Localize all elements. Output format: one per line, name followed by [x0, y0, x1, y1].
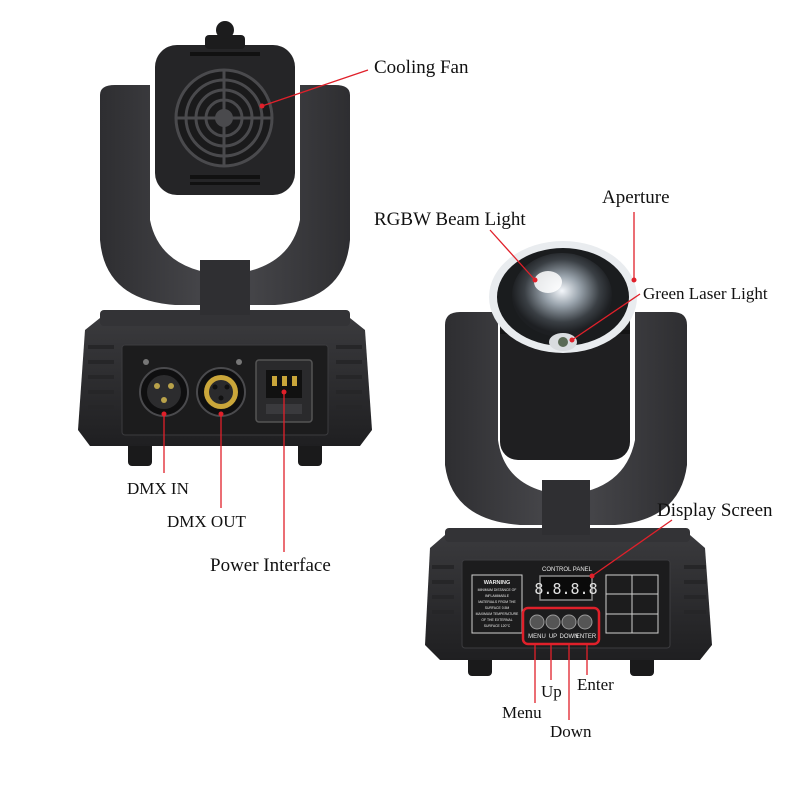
cert-marks — [605, 574, 659, 634]
label-rgbw-beam-light: RGBW Beam Light — [374, 209, 526, 230]
svg-text:MINIMUM DISTANCE OF: MINIMUM DISTANCE OF — [478, 588, 517, 592]
svg-text:MAXIMUM TEMPERATURE: MAXIMUM TEMPERATURE — [476, 612, 519, 616]
down-button-label: DOWN — [560, 634, 579, 640]
left-yoke — [100, 85, 350, 305]
down-button[interactable] — [561, 614, 577, 630]
left-fixture — [78, 21, 372, 466]
label-menu: Menu — [502, 703, 542, 722]
leader-rgbw — [489, 229, 536, 281]
label-green-laser-light: Green Laser Light — [643, 284, 768, 303]
leader-cooling-fan — [261, 69, 369, 107]
right-yoke — [445, 312, 687, 525]
label-display-screen: Display Screen — [657, 500, 773, 521]
label-enter: Enter — [577, 675, 614, 694]
cooling-fan — [174, 68, 274, 168]
green-laser-light — [549, 333, 577, 351]
leader-lines — [163, 69, 673, 720]
up-button[interactable] — [545, 614, 561, 630]
rgbw-beam-lens — [512, 253, 612, 337]
display-screen: 8.8.8.8 — [534, 575, 598, 601]
label-power-interface: Power Interface — [210, 555, 331, 576]
svg-text:MATERIALS FROM THE: MATERIALS FROM THE — [478, 600, 516, 604]
svg-text:INFLAMMABLE: INFLAMMABLE — [485, 594, 510, 598]
svg-text:SURFACE 0.5M: SURFACE 0.5M — [485, 606, 510, 610]
label-aperture: Aperture — [602, 187, 670, 208]
label-down: Down — [550, 722, 592, 741]
leader-display — [591, 519, 673, 577]
button-row: MENU UP DOWN ENTER — [521, 606, 601, 646]
svg-text:8.8.8.8: 8.8.8.8 — [534, 580, 597, 598]
left-foot-right — [298, 440, 322, 466]
enter-button[interactable] — [577, 614, 593, 630]
control-panel — [461, 559, 671, 649]
left-column — [200, 260, 250, 315]
enter-button-label: ENTER — [576, 634, 597, 640]
label-dmx-in: DMX IN — [127, 479, 189, 498]
warning-label: WARNING MINIMUM DISTANCE OF INFLAMMABLE … — [471, 574, 523, 634]
right-column — [542, 480, 590, 535]
svg-text:SURFACE 120°C: SURFACE 120°C — [484, 624, 511, 628]
svg-text:OF THE EXTERNAL: OF THE EXTERNAL — [481, 618, 512, 622]
up-button-label: UP — [549, 634, 557, 640]
leader-green-laser — [571, 293, 641, 341]
menu-button[interactable] — [529, 614, 545, 630]
label-up: Up — [541, 682, 562, 701]
label-dmx-out: DMX OUT — [167, 512, 246, 531]
menu-button-label: MENU — [528, 634, 546, 640]
button-highlight — [521, 606, 601, 646]
right-fixture: CONTROL PANEL WARNING MINIMUM DISTANCE O… — [425, 241, 712, 676]
left-base-top — [100, 310, 350, 326]
svg-text:WARNING: WARNING — [484, 580, 511, 586]
left-foot-left — [128, 440, 152, 466]
control-panel-label: CONTROL PANEL — [542, 567, 593, 573]
label-cooling-fan: Cooling Fan — [374, 57, 469, 78]
dmx-out-connector — [196, 359, 246, 417]
